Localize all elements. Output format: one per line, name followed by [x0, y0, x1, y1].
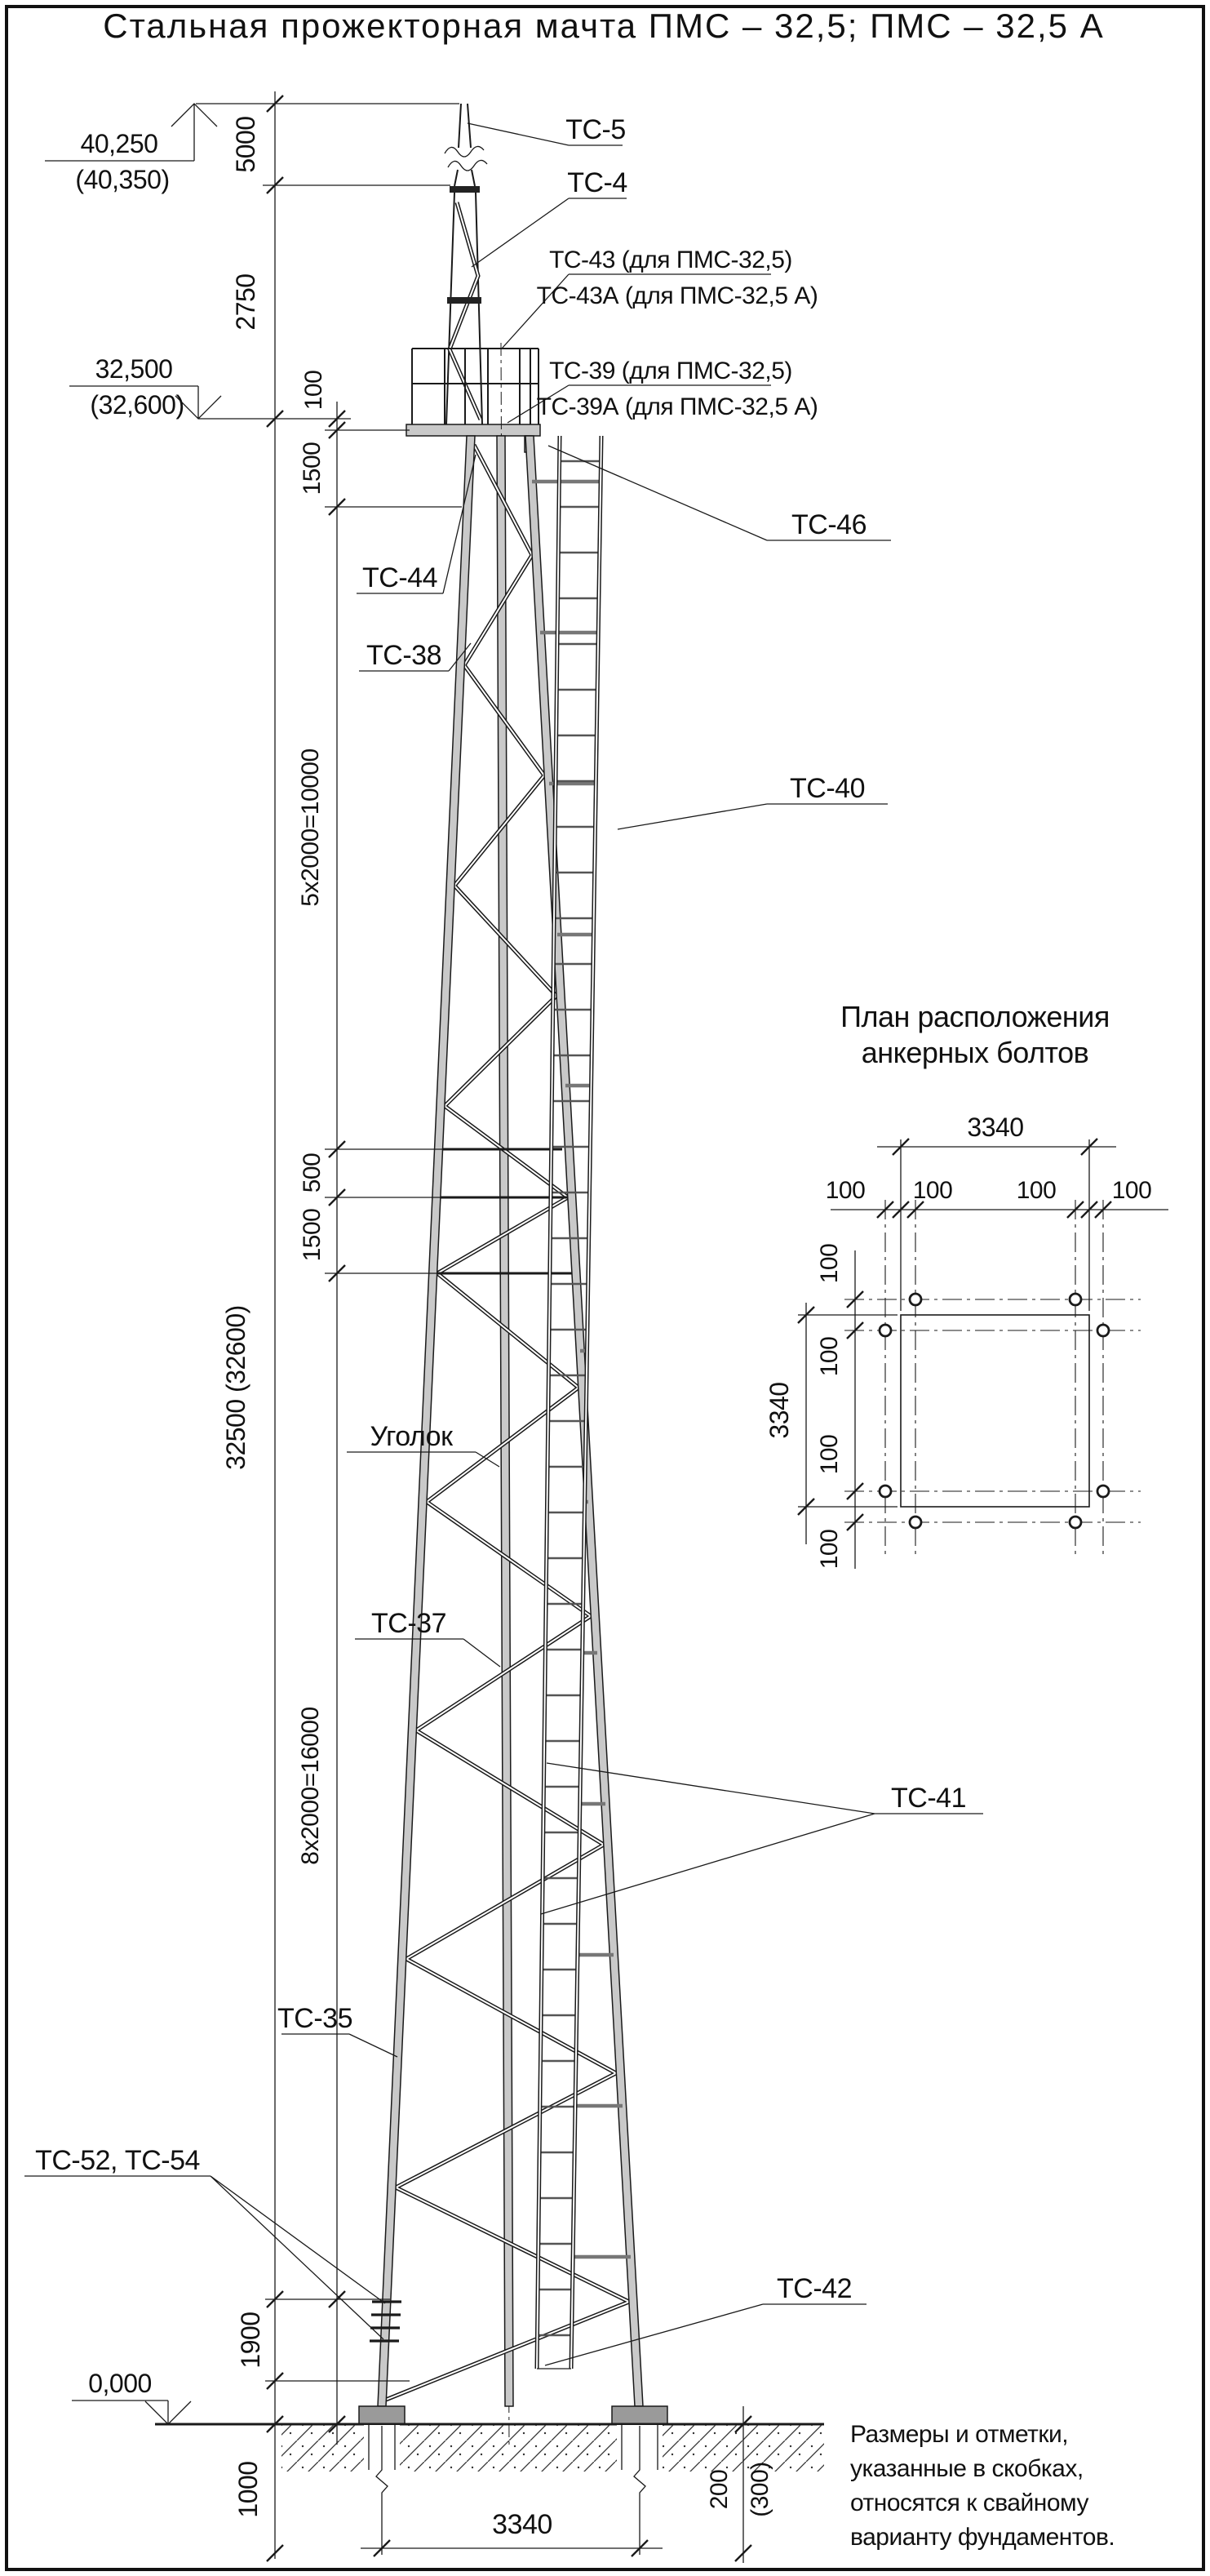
label-tc42: ТС-42 — [777, 2273, 852, 2304]
dim-5x2000: 5x2000=10000 — [297, 748, 324, 906]
dimension-lines: 40,250 (40,350) 32,500 (32,600) 0,000 50… — [45, 91, 773, 2563]
dim-500: 500 — [299, 1153, 326, 1193]
ladder-rungs — [537, 460, 601, 2337]
label-tc5: ТС-5 — [565, 114, 626, 145]
plan-offset-100: 100 — [913, 1177, 953, 1204]
label-tc38: ТС-38 — [366, 640, 441, 671]
dim-3340-base: 3340 — [492, 2509, 552, 2540]
label-tc39: ТС-39 (для ПМС-32,5) — [549, 358, 792, 384]
dim-base-width: 3340 — [361, 2426, 663, 2558]
plan-title-line2: анкерных болтов — [862, 1036, 1088, 1069]
elevation-mark-platform: 32,500 (32,600) — [69, 354, 351, 420]
anchor-lines — [368, 2425, 658, 2470]
label-tc41: ТС-41 — [891, 1783, 966, 1814]
dim-5000: 5000 — [231, 116, 260, 172]
base-plate-left — [358, 2405, 406, 2425]
label-tc35: ТС-35 — [277, 2003, 352, 2034]
elevation-mark-top: 40,250 (40,350) — [45, 103, 459, 194]
dim-1000: 1000 — [233, 2461, 263, 2517]
note-line4: варианту фундаментов. — [850, 2524, 1115, 2551]
dim-100: 100 — [300, 371, 327, 411]
drawing-border — [5, 5, 1205, 2571]
plan-offset-100: 100 — [816, 1244, 843, 1284]
label-tc44: ТС-44 — [362, 562, 437, 593]
plan-offset-100: 100 — [1017, 1177, 1057, 1204]
dim-1900: 1900 — [236, 2312, 265, 2368]
plan-offset-100: 100 — [816, 1337, 843, 1377]
ground-hatch — [281, 2425, 824, 2472]
leader-lines — [24, 122, 983, 2366]
label-tc43a: ТС-43А (для ПМС-32,5 А) — [537, 282, 818, 309]
anchor-plan: План расположения анкерных болтов 3340 1… — [765, 1000, 1168, 1569]
elevation-value: 32,500 — [95, 354, 173, 384]
bolt-axes — [844, 1200, 1141, 1555]
dim-1500-lower: 1500 — [299, 1209, 326, 1262]
plan-offset-100: 100 — [826, 1177, 866, 1204]
label-tc39a: ТС-39А (для ПМС-32,5 А) — [537, 393, 818, 420]
plan-offset-100: 100 — [816, 1530, 843, 1570]
platform-floor — [406, 424, 541, 437]
plan-offset-100: 100 — [1112, 1177, 1152, 1204]
plan-dim-height: 3340 — [765, 1382, 794, 1438]
dim-300: (300) — [747, 2462, 773, 2517]
label-tc46: ТС-46 — [791, 509, 867, 540]
label-tc43: ТС-43 (для ПМС-32,5) — [549, 246, 792, 273]
pole-flange-2 — [447, 297, 481, 304]
foundation — [155, 2405, 824, 2472]
extension-lines — [263, 184, 462, 2382]
label-tc52-54: ТС-52, ТС-54 — [35, 2145, 200, 2176]
part-labels: ТС-5 ТС-4 ТС-43 (для ПМС-32,5) ТС-43А (д… — [24, 114, 983, 2366]
plan-dim-width: 3340 — [967, 1113, 1023, 1142]
dim-1500-upper: 1500 — [299, 442, 326, 495]
label-tc37: ТС-37 — [371, 1608, 446, 1639]
foundation-outline — [900, 1314, 1090, 1508]
note-line1: Размеры и отметки, — [850, 2421, 1068, 2448]
base-plate-right — [611, 2405, 668, 2425]
elevation-value-pile: (40,350) — [75, 165, 169, 194]
top-lattice-legs — [445, 192, 483, 425]
dim-embed-depth: 200 (300) — [706, 2406, 773, 2563]
drawing-title: Стальная прожекторная мачта ПМС – 32,5; … — [103, 7, 1104, 45]
note: Размеры и отметки, указанные в скобках, … — [850, 2421, 1115, 2551]
elevation-value-pile: (32,600) — [90, 390, 184, 420]
pole-flange — [450, 186, 480, 193]
plan-title-line1: План расположения — [840, 1000, 1110, 1033]
dim-8x2000: 8x2000=16000 — [297, 1707, 324, 1864]
label-tc40: ТС-40 — [790, 773, 865, 804]
ladder — [532, 435, 631, 2369]
label-ugolok: Уголок — [370, 1421, 454, 1452]
elevation-mark-ground: 0,000 — [72, 2369, 192, 2425]
dim-2750: 2750 — [231, 273, 260, 330]
break-symbol — [444, 145, 488, 171]
note-line3: относятся к свайному — [850, 2489, 1088, 2516]
elevation-value: 40,250 — [81, 129, 158, 158]
elevation-value: 0,000 — [88, 2369, 152, 2398]
dim-200: 200 — [706, 2470, 733, 2510]
anchor-bolts — [878, 1292, 1110, 1530]
mast-elevation-view — [155, 103, 824, 2472]
plan-offset-100: 100 — [816, 1435, 843, 1475]
label-tc4: ТС-4 — [567, 167, 627, 198]
chord-splice-marks — [370, 2300, 401, 2343]
tower-back-leg — [496, 435, 514, 2407]
dim-total-height: 32500 (32600) — [221, 1305, 250, 1470]
note-line2: указанные в скобках, — [850, 2455, 1084, 2482]
